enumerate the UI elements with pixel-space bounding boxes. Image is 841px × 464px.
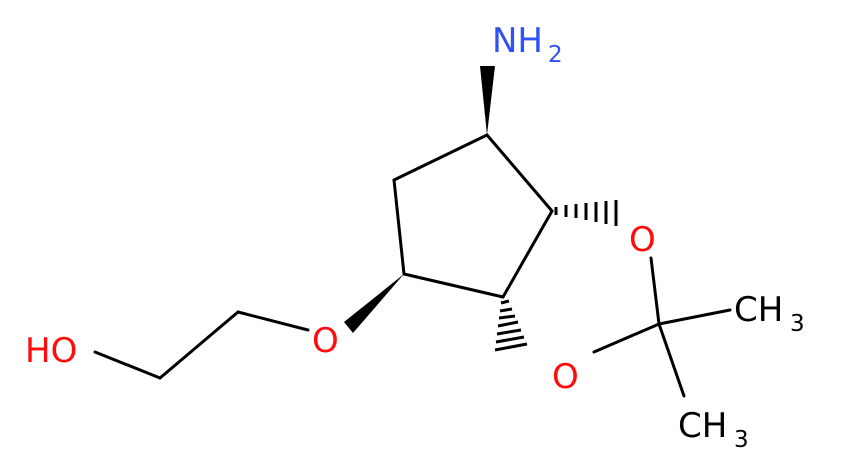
bond-c1-cch2 xyxy=(392,133,489,182)
methyl-bottom-main-text: CH xyxy=(678,406,727,446)
bond-ck-ch3-bottom xyxy=(657,322,686,398)
methyl-bottom-label: CH 3 xyxy=(678,406,749,453)
bond-o-ch2a xyxy=(236,310,310,332)
hashed-bond-bottom-oxygen xyxy=(494,299,528,352)
amine-subscript-text: 2 xyxy=(548,42,563,68)
methyl-bottom-subscript-text: 3 xyxy=(734,427,749,453)
bond-ck-ch3-top xyxy=(657,308,732,326)
bond-ck-o-bottom xyxy=(592,322,661,354)
bond-c3-c4 xyxy=(402,272,505,299)
methyl-top-label: CH 3 xyxy=(734,290,805,337)
methyl-top-subscript-text: 3 xyxy=(790,311,805,337)
amine-label: NH 2 xyxy=(492,21,563,68)
bond-cch2-c3 xyxy=(392,178,406,276)
methyl-top-main-text: CH xyxy=(734,290,783,330)
amine-main-text: NH xyxy=(492,21,543,61)
bond-c4-c5 xyxy=(501,209,554,299)
ether-oxygen-label: O xyxy=(312,321,339,361)
bond-c5-c1 xyxy=(485,133,554,213)
bond-o-top-ck xyxy=(649,256,661,326)
ring-oxygen-top-label: O xyxy=(629,220,656,260)
bond-ch2a-ch2b xyxy=(158,310,240,380)
hashed-bond-top-oxygen xyxy=(554,200,618,226)
wedge-bond-ether xyxy=(344,274,404,333)
bond-ch2b-ho xyxy=(93,350,162,380)
wedge-bond-amine xyxy=(480,66,495,135)
hydroxyl-label: HO xyxy=(25,331,77,371)
ring-oxygen-bottom-label: O xyxy=(552,357,579,397)
